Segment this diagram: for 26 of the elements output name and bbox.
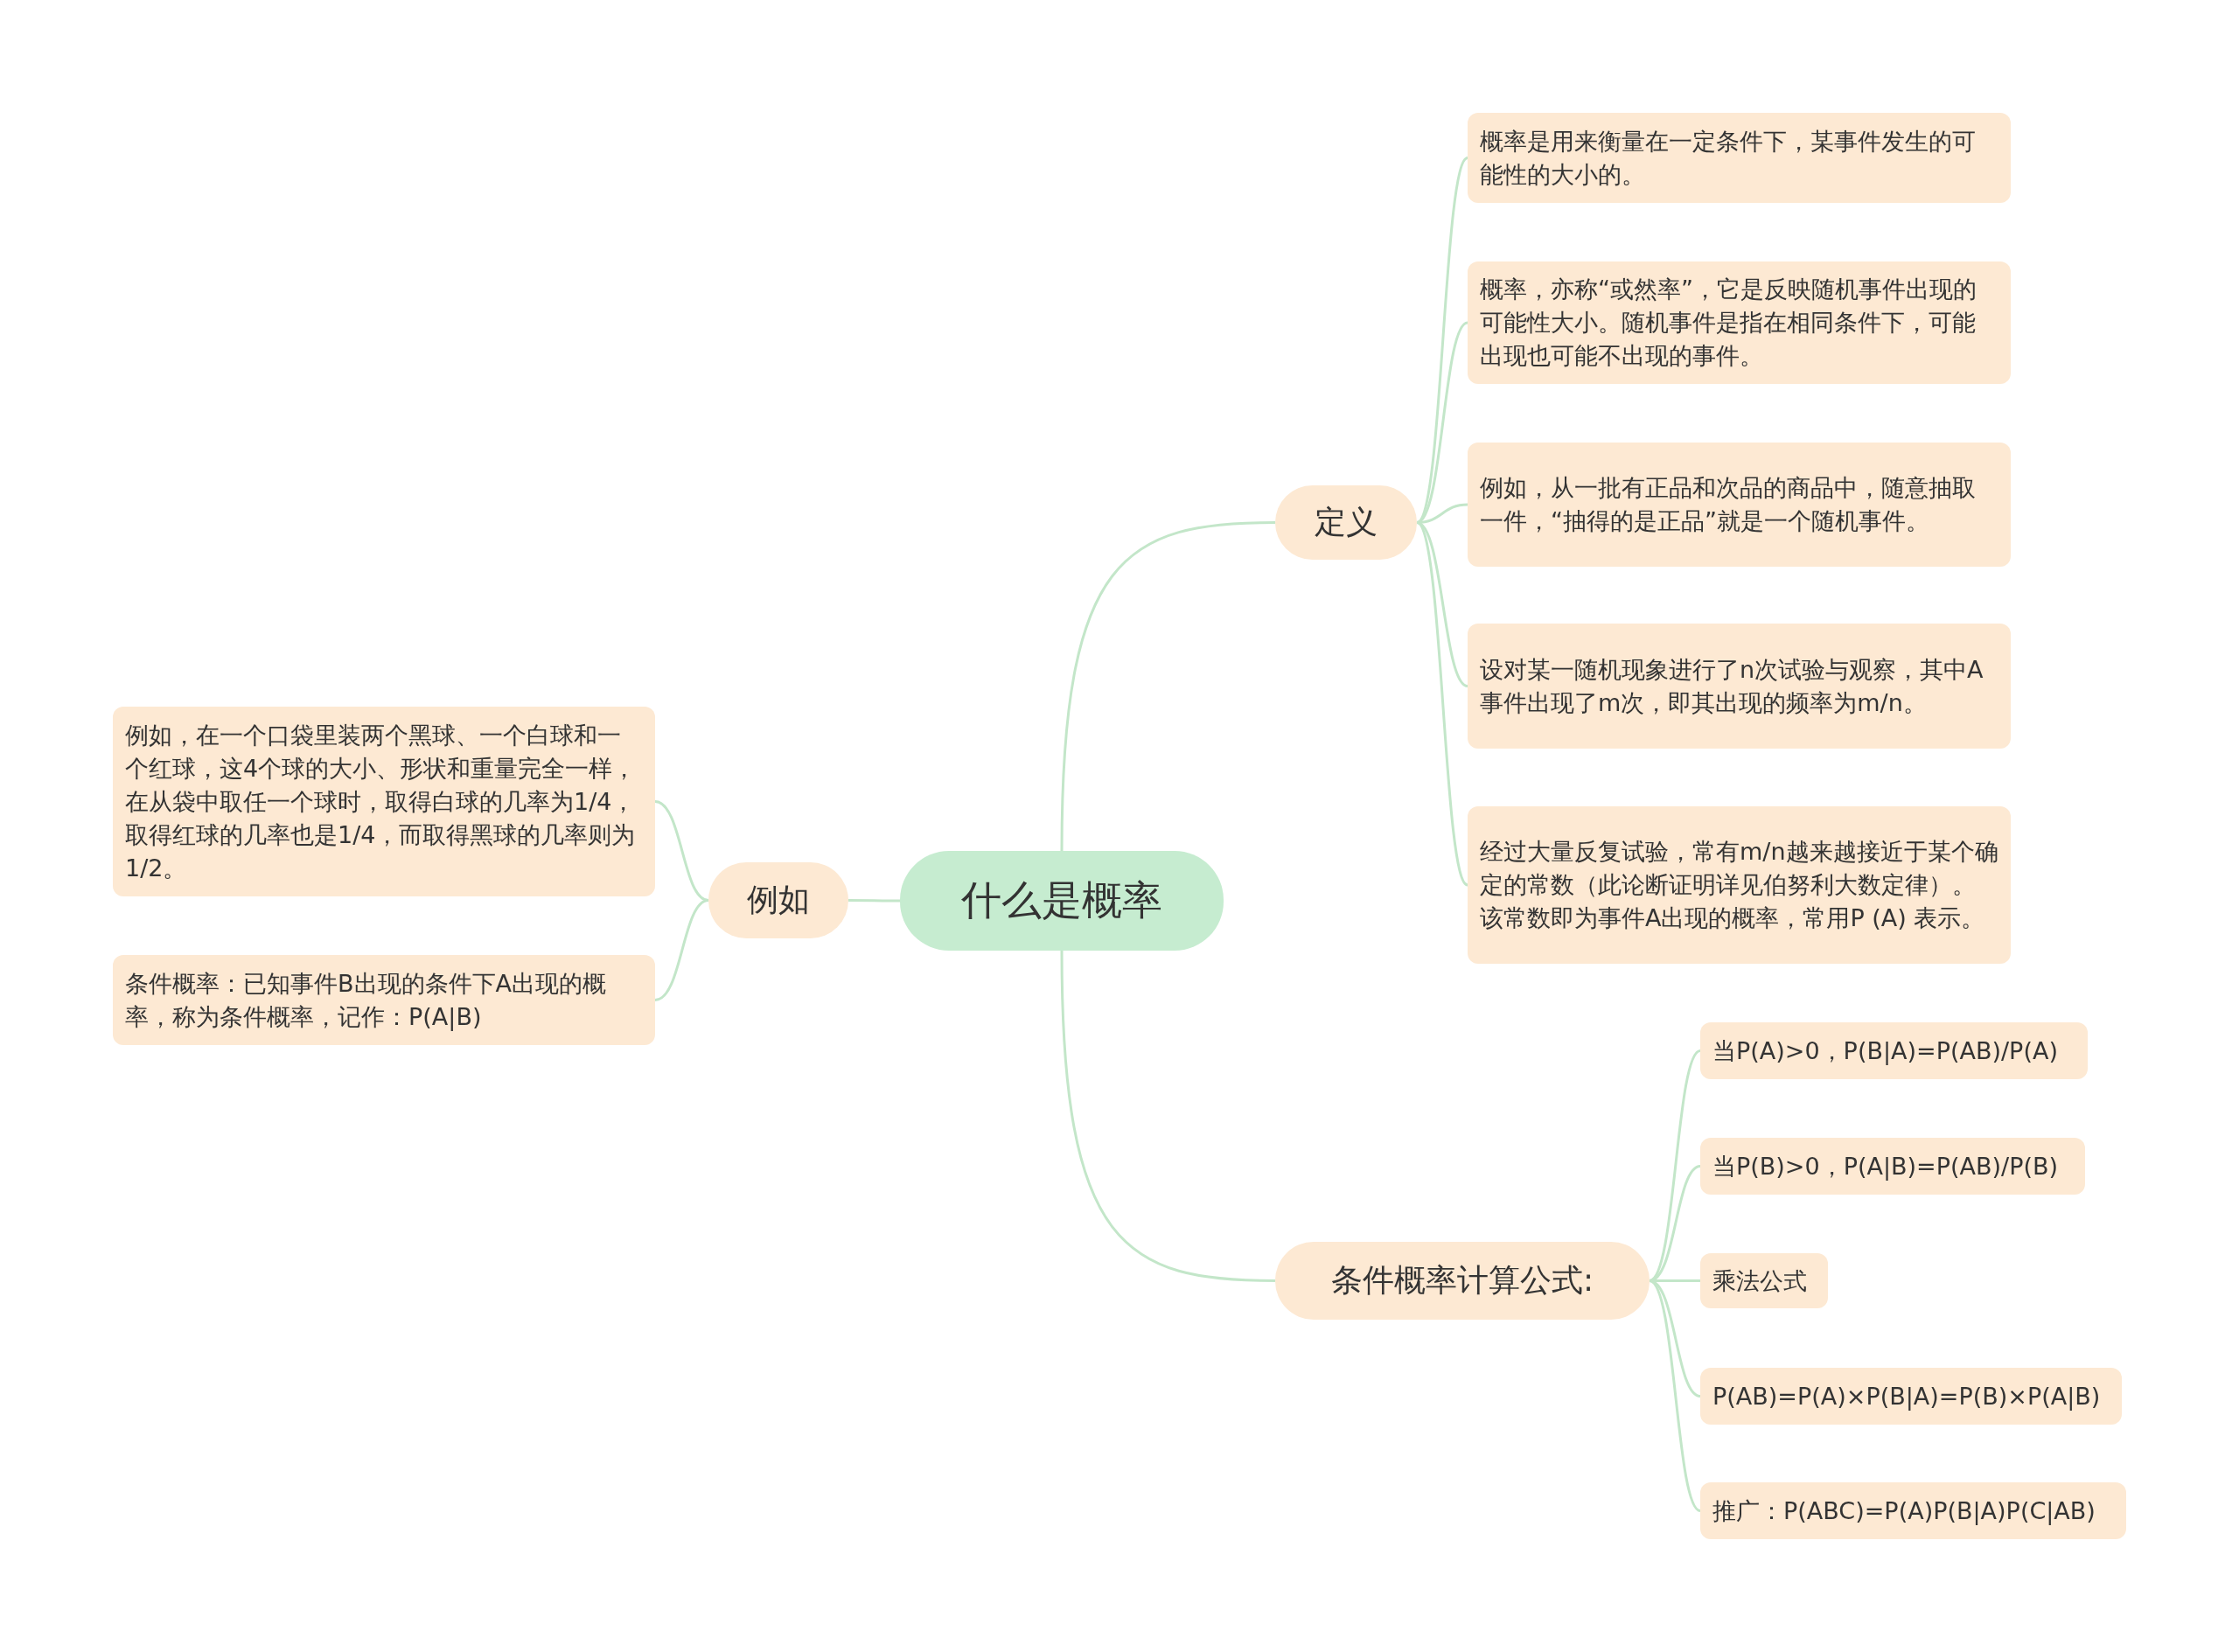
connector-line [1416,321,1468,524]
note-box: 当P(B)>0，P(A|B)=P(AB)/P(B) [1700,1138,2085,1195]
connector-line [1415,521,1469,886]
note-box: 概率，亦称“或然率”，它是反映随机事件出现的可能性大小。随机事件是指在相同条件下，可能出现也可能不出现的事件。 [1468,261,2011,384]
connector-line [1415,157,1469,524]
note-box: 推广：P(ABC)=P(A)P(B|A)P(C|AB) [1700,1482,2126,1539]
connector-line [654,800,709,902]
connector-line [1060,950,1276,1282]
topic-box: 条件概率计算公式: [1275,1242,1650,1320]
note-box: 条件概率：已知事件B出现的条件下A出现的概率，称为条件概率，记作：P(A|B) [113,955,655,1045]
connector-line [848,899,900,903]
note-box: 乘法公式 [1700,1253,1828,1308]
note-box: P(AB)=P(A)×P(B|A)=P(B)×P(A|B) [1700,1368,2122,1425]
connector-line [1060,521,1276,852]
topic-box: 例如 [708,862,848,938]
connector-line [1416,521,1468,687]
note-box: 设对某一随机现象进行了n次试验与观察，其中A事件出现了m次，即其出现的频率为m/n。 [1468,624,2011,749]
note-box: 概率是用来衡量在一定条件下，某事件发生的可能性的大小的。 [1468,113,2011,203]
central-topic: 什么是概率 [900,851,1224,951]
connector-line [1649,1049,1701,1282]
connector-line [1649,1279,1701,1512]
note-box: 例如，在一个口袋里装两个黑球、一个白球和一个红球，这4个球的大小、形状和重量完全一样，在从袋中取任一个球时，取得白球的几率为1/4，取得红球的几率也是1/4，而取得黑球的几率则为1/2。 [113,707,655,896]
note-box: 当P(A)>0，P(B|A)=P(AB)/P(A) [1700,1022,2088,1079]
note-box: 经过大量反复试验，常有m/n越来越接近于某个确定的常数（此论断证明详见伯努利大数定律）。该常数即为事件A出现的概率，常用P (A) 表示。 [1468,806,2011,964]
note-box: 例如，从一批有正品和次品的商品中，随意抽取一件，“抽得的是正品”就是一个随机事件。 [1468,443,2011,567]
topic-box: 定义 [1275,485,1417,560]
